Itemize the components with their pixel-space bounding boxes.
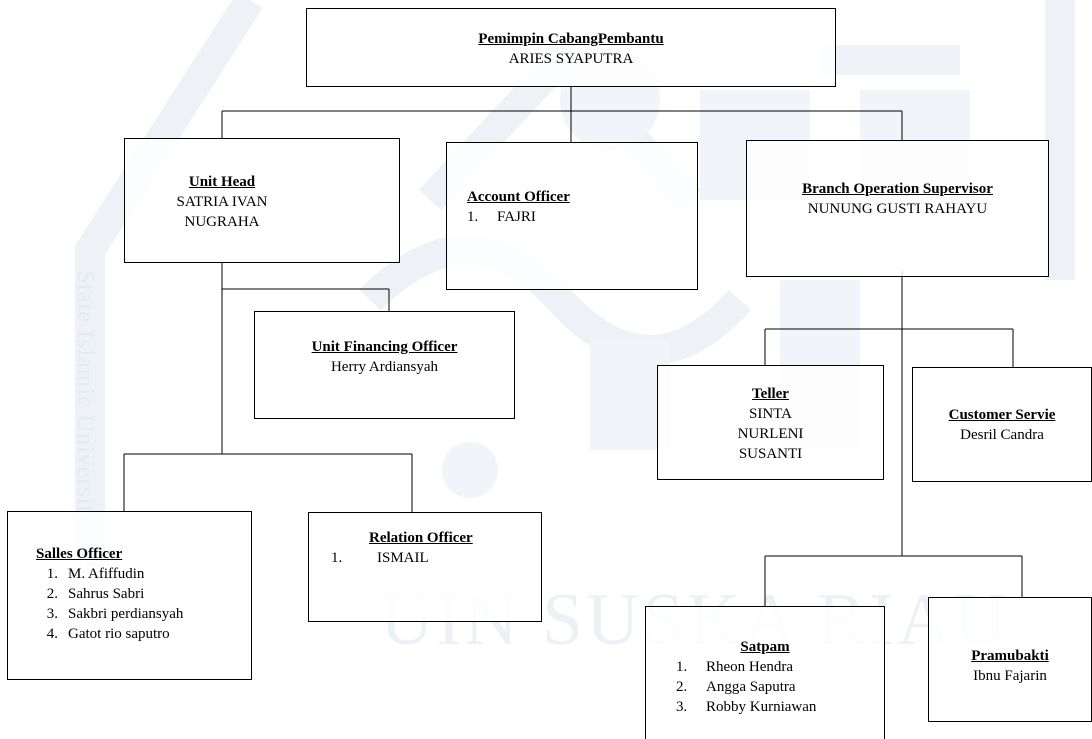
sales-name: Sakbri perdiansyah: [68, 606, 184, 622]
cs-name: Desril Candra: [960, 427, 1044, 443]
list-number: 1.: [331, 550, 343, 566]
list-number: 2.: [46, 586, 58, 602]
account-officer-box: Account Officer 1. FAJRI: [446, 142, 698, 290]
list-number: 1.: [676, 659, 688, 675]
teller-name-2: NURLENI: [737, 426, 804, 442]
list-item: 2. Angga Saputra: [676, 677, 884, 697]
pramubakti-box: Pramubakti Ibnu Fajarin: [928, 597, 1092, 722]
unit-head-name-line2: NUGRAHA: [184, 214, 260, 230]
pemimpin-cabang-name: ARIES SYAPUTRA: [508, 51, 634, 67]
relation-name: ISMAIL: [377, 550, 429, 566]
satpam-name: Angga Saputra: [706, 679, 796, 695]
satpam-box: Satpam 1. Rheon Hendra 2. Angga Saputra 3.…: [645, 606, 885, 739]
pramubakti-title: Pramubakti: [971, 648, 1049, 664]
ufo-name: Herry Ardiansyah: [330, 359, 439, 375]
list-number: 3.: [676, 699, 688, 715]
list-item: 1. Rheon Hendra: [676, 657, 884, 677]
account-officer-name: FAJRI: [497, 209, 536, 225]
list-number: 1.: [467, 209, 479, 225]
unit-head-box: Unit Head SATRIA IVAN NUGRAHA: [124, 138, 400, 263]
list-number: 1.: [46, 566, 58, 582]
sales-name: M. Afiffudin: [68, 566, 145, 582]
list-number: 2.: [676, 679, 688, 695]
list-item: 1. M. Afiffudin: [36, 564, 251, 584]
list-item: 3. Sakbri perdiansyah: [36, 604, 251, 624]
teller-name-3: SUSANTI: [738, 446, 803, 462]
satpam-title: Satpam: [740, 639, 790, 655]
account-officer-item: 1. FAJRI: [467, 207, 697, 227]
teller-name-1: SINTA: [749, 406, 792, 422]
sales-officer-box: Salles Officer 1. M. Afiffudin 2. Sahrus S…: [7, 511, 252, 680]
list-number: 3.: [46, 606, 58, 622]
sales-name: Gatot rio saputro: [68, 626, 170, 642]
satpam-name: Robby Kurniawan: [706, 699, 817, 715]
unit-head-title: Unit Head: [188, 174, 256, 190]
unit-head-name-line1: SATRIA IVAN: [176, 194, 268, 210]
relation-officer-box: Relation Officer 1. ISMAIL: [308, 512, 542, 622]
list-item: 1. ISMAIL: [331, 548, 541, 568]
ufo-title: Unit Financing Officer: [311, 339, 458, 355]
relation-title: Relation Officer: [369, 530, 473, 546]
pemimpin-cabang-box: Pemimpin CabangPembantu ARIES SYAPUTRA: [306, 8, 836, 87]
list-item: 3. Robby Kurniawan: [676, 697, 884, 717]
cs-title: Customer Servie: [948, 407, 1056, 423]
customer-service-box: Customer Servie Desril Candra: [912, 367, 1092, 482]
bos-name: NUNUNG GUSTI RAHAYU: [807, 201, 988, 217]
list-item: 2. Sahrus Sabri: [36, 584, 251, 604]
unit-financing-officer-box: Unit Financing Officer Herry Ardiansyah: [254, 311, 515, 419]
branch-operation-supervisor-box: Branch Operation Supervisor NUNUNG GUSTI…: [746, 140, 1049, 277]
list-number: 4.: [46, 626, 58, 642]
teller-title: Teller: [752, 386, 789, 402]
list-item: 4. Gatot rio saputro: [36, 624, 251, 644]
pemimpin-cabang-title: Pemimpin CabangPembantu: [478, 31, 664, 47]
pramubakti-name: Ibnu Fajarin: [973, 668, 1047, 684]
bos-title: Branch Operation Supervisor: [802, 181, 993, 197]
sales-title: Salles Officer: [36, 546, 123, 562]
sales-name: Sahrus Sabri: [68, 586, 145, 602]
teller-box: Teller SINTA NURLENI SUSANTI: [657, 365, 884, 480]
account-officer-title: Account Officer: [467, 189, 570, 205]
satpam-name: Rheon Hendra: [706, 659, 794, 675]
